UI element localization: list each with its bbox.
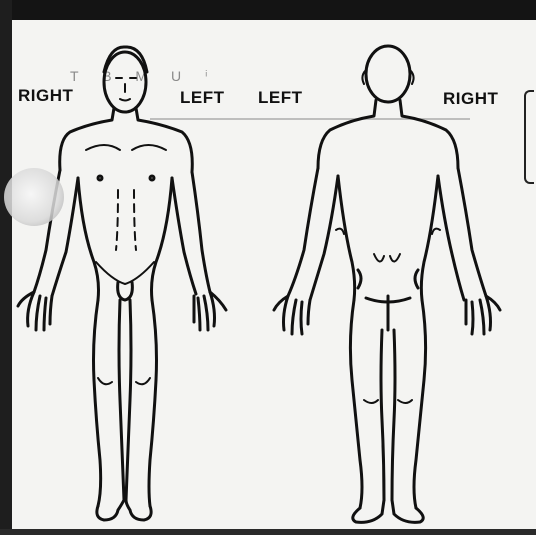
back-head [366,46,410,102]
front-body-figure [0,0,260,535]
front-head [104,52,146,112]
back-body-figure [260,0,536,535]
scan-smudge [4,168,64,226]
